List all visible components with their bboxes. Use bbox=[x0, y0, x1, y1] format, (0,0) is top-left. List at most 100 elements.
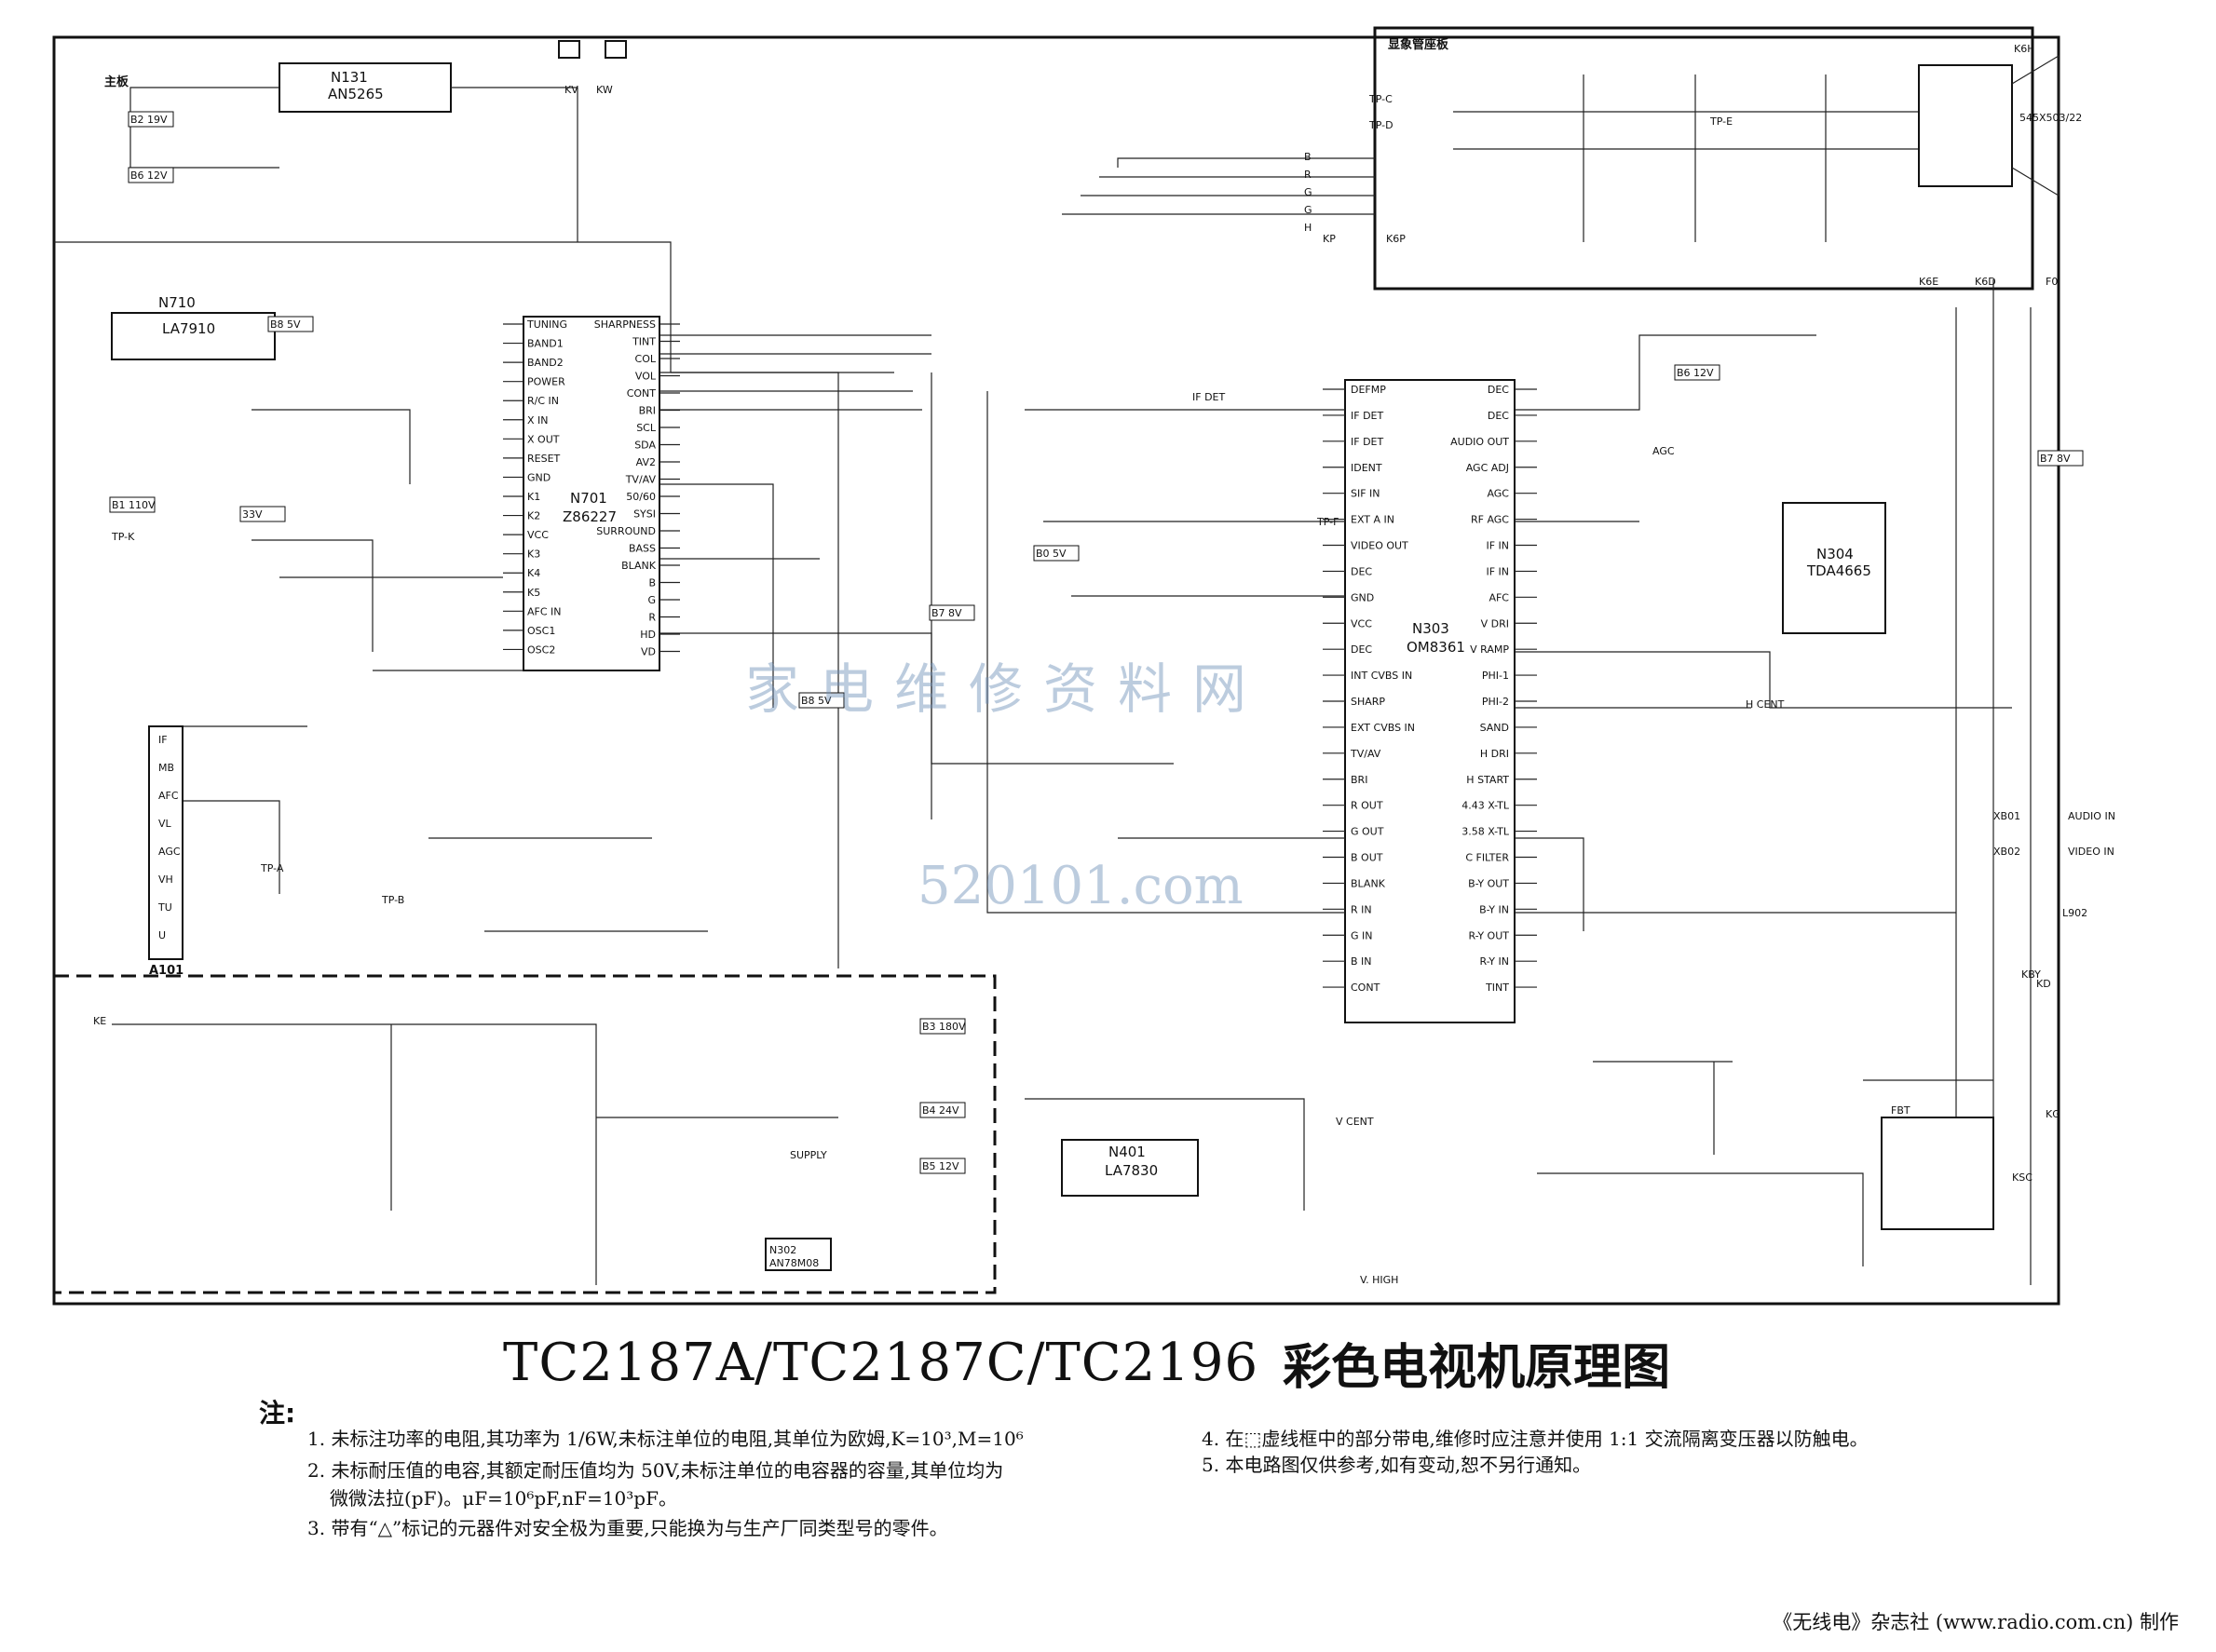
n303-pin-label: INT CVBS IN bbox=[1351, 670, 1412, 682]
connector-tag: KBY bbox=[2021, 968, 2041, 981]
n701-pin-label: VD bbox=[641, 646, 656, 658]
n303-pin-label: EXT CVBS IN bbox=[1351, 722, 1415, 734]
signal-tag: TP-C bbox=[1368, 93, 1393, 105]
voltage-tag: B2 19V bbox=[130, 114, 168, 126]
ic-n131: N131 AN5265 bbox=[279, 62, 452, 113]
voltage-tag: B8 5V bbox=[270, 318, 301, 331]
n303-pin-label: AGC bbox=[1487, 488, 1509, 500]
n701-pin-label: CONT bbox=[627, 387, 657, 399]
svg-text:N701: N701 bbox=[570, 490, 607, 507]
svg-text:545X503/22: 545X503/22 bbox=[2019, 112, 2082, 124]
svg-text:OM8361: OM8361 bbox=[1407, 639, 1465, 656]
n303-pin-label: R-Y IN bbox=[1479, 955, 1509, 968]
tuner-pin-label: MB bbox=[158, 762, 174, 774]
svg-text:AN5265: AN5265 bbox=[328, 86, 384, 102]
n303-pin-label: R OUT bbox=[1351, 800, 1383, 812]
connector-tag: L902 bbox=[2062, 907, 2087, 919]
n701-pin-label: OSC2 bbox=[527, 643, 555, 656]
voltage-tag: B6 12V bbox=[130, 169, 168, 182]
n701-pin-label: HD bbox=[640, 629, 656, 641]
n701-pin-label: SCL bbox=[636, 422, 657, 434]
ic-n701: N701 Z86227 bbox=[523, 316, 660, 671]
publisher-credit: 《无线电》杂志社 (www.radio.com.cn) 制作 bbox=[1773, 1611, 2179, 1633]
connector-tag: KSC bbox=[2012, 1171, 2032, 1184]
connector-tag: KV bbox=[564, 84, 578, 96]
ic-n304: N304 TDA4665 bbox=[1782, 502, 1886, 634]
note-2: 2. 未标耐压值的电容,其额定耐压值均为 50V,未标注单位的电容器的容量,其单… bbox=[307, 1459, 1004, 1482]
svg-text:N401: N401 bbox=[1108, 1144, 1146, 1160]
svg-text:A101: A101 bbox=[149, 964, 184, 978]
voltage-tag: B7 8V bbox=[931, 607, 962, 619]
voltage-tag: B7 8V bbox=[2040, 453, 2071, 465]
n701-pin-label: VCC bbox=[527, 529, 549, 541]
rgb-connector-pin: B bbox=[1304, 151, 1312, 163]
connector-tag: XB02 bbox=[1993, 846, 2020, 858]
n303-pin-label: TV/AV bbox=[1350, 748, 1381, 760]
isolated-power-frame bbox=[52, 974, 997, 1294]
n701-pin-label: 50/60 bbox=[626, 491, 656, 503]
note-3: 3. 带有“△”标记的元器件对安全极为重要,只能换为与生产厂同类型号的零件。 bbox=[307, 1517, 948, 1539]
n303-pin-label: DEC bbox=[1351, 643, 1372, 656]
title-cn: 彩色电视机原理图 bbox=[1283, 1339, 1671, 1396]
tuner-pin-label: VH bbox=[158, 873, 173, 886]
n303-pin-label: DEC bbox=[1488, 410, 1509, 422]
main-board-label: 主板 bbox=[104, 74, 129, 89]
rgb-connector-pin: G bbox=[1304, 186, 1312, 198]
n701-pin-label: POWER bbox=[527, 376, 565, 388]
n701-pin-label: SHARPNESS bbox=[594, 318, 656, 331]
n303-pin-label: IF DET bbox=[1351, 436, 1383, 448]
n303-pin-label: AGC ADJ bbox=[1466, 462, 1509, 474]
crt-board-label: 显象管座板 bbox=[1388, 37, 1449, 52]
n303-pin-label: C FILTER bbox=[1465, 852, 1509, 864]
n701-pin-label: TV/AV bbox=[625, 474, 657, 486]
ic-n302: N302 AN78M08 bbox=[765, 1238, 832, 1271]
signal-tag: TP-B bbox=[381, 894, 404, 906]
title-block: TC2187A/TC2187C/TC2196 彩色电视机原理图 bbox=[503, 1330, 1807, 1396]
crt-socket: 545X503/22 bbox=[1918, 54, 2082, 197]
n701-pin-label: SYSI bbox=[633, 508, 656, 521]
voltage-tag: 33V bbox=[242, 508, 263, 521]
n303-pin-label: SIF IN bbox=[1351, 488, 1380, 500]
main-board-frame bbox=[52, 35, 2060, 1306]
connector-tag: K6D bbox=[1975, 276, 1996, 288]
n303-pin-label: RF AGC bbox=[1471, 514, 1509, 526]
n303-pin-label: SAND bbox=[1480, 722, 1509, 734]
n303-pin-label: PHI-1 bbox=[1482, 670, 1509, 682]
note-5: 5. 本电路图仅供参考,如有变动,恕不另行通知。 bbox=[1202, 1454, 1592, 1476]
n303-pin-label: DEFMP bbox=[1351, 384, 1386, 396]
speaker-icons bbox=[558, 40, 627, 59]
n701-pin-label: BAND2 bbox=[527, 357, 564, 369]
svg-text:N304: N304 bbox=[1816, 546, 1854, 562]
signal-tag: H CENT bbox=[1746, 698, 1785, 711]
signal-tag: AUDIO IN bbox=[2068, 810, 2115, 822]
n303-pin-label: IF IN bbox=[1486, 540, 1509, 552]
n303-pin-label: IDENT bbox=[1351, 462, 1382, 474]
n701-pin-label: K1 bbox=[527, 491, 540, 503]
n701-pin-label: K3 bbox=[527, 548, 540, 561]
ic-n303: N303 OM8361 bbox=[1344, 379, 1516, 1023]
n303-pin-label: BRI bbox=[1351, 774, 1367, 786]
signal-tag: TP-D bbox=[1368, 119, 1393, 131]
n701-pin-label: GND bbox=[527, 471, 551, 483]
connector-tag: KE bbox=[93, 1015, 106, 1027]
connector-tag: KW bbox=[596, 84, 613, 96]
n701-pin-label: BASS bbox=[629, 543, 656, 555]
n303-pin-label: G OUT bbox=[1351, 826, 1384, 838]
schematic-diagram: 主板 显象管座板 N131 AN5265 N710 LA7910 N701 Z8… bbox=[52, 26, 2115, 1306]
n701-pin-label: R/C IN bbox=[527, 395, 559, 407]
n701-pin-label: VOL bbox=[635, 371, 657, 383]
n303-pin-label: G IN bbox=[1351, 929, 1373, 941]
connector-tag: F0 bbox=[2046, 276, 2058, 288]
watermark-url: 520101.com bbox=[918, 856, 1244, 916]
n303-pin-label: B IN bbox=[1351, 955, 1372, 968]
notes-heading: 注: bbox=[259, 1398, 296, 1429]
n303-pin-label: H START bbox=[1466, 774, 1509, 786]
n701-pin-label: R bbox=[648, 612, 656, 624]
signal-tag: V CENT bbox=[1336, 1116, 1374, 1128]
n701-pin-label: AFC IN bbox=[527, 605, 562, 617]
rgb-connector-pin: G bbox=[1304, 204, 1312, 216]
n701-pin-label: AV2 bbox=[636, 456, 656, 468]
